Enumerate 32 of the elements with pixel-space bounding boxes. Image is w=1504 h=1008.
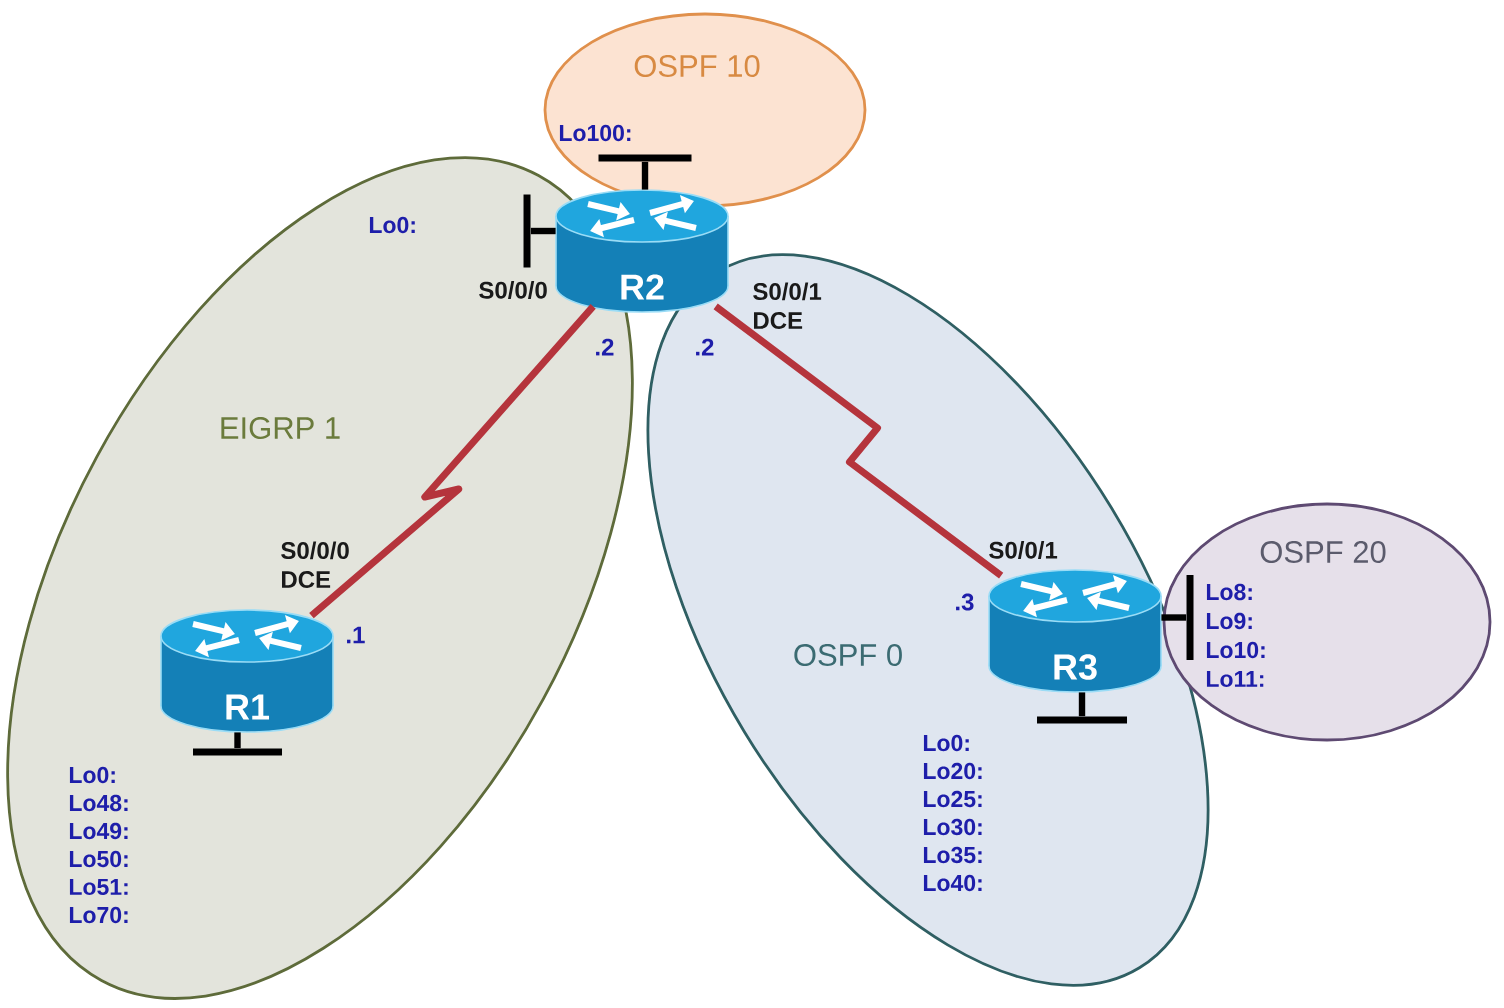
loopback-label: Lo0: xyxy=(369,216,415,234)
loopback-label: Lo25: xyxy=(923,790,982,808)
serial-link xyxy=(713,303,1004,579)
loopback-label: Lo49: xyxy=(69,822,128,840)
loopback-label: Lo0: xyxy=(69,766,115,784)
address-label: .1 xyxy=(347,626,365,644)
segment-bar xyxy=(523,194,531,268)
loopback-label: Lo50: xyxy=(69,850,128,868)
loopback-label: Lo35: xyxy=(923,846,982,864)
loopback-label: Lo20: xyxy=(923,762,982,780)
address-label: .2 xyxy=(696,338,714,356)
router: R2 xyxy=(555,189,729,313)
segment-bar xyxy=(598,154,692,162)
stub-line xyxy=(1078,692,1086,717)
router: R3 xyxy=(988,569,1162,693)
address-label: .2 xyxy=(596,338,614,356)
loopback-label: Lo70: xyxy=(69,906,128,924)
segment-bar xyxy=(193,748,282,756)
loopback-label: Lo48: xyxy=(69,794,128,812)
router: R1 xyxy=(160,609,334,733)
serial-link xyxy=(309,304,596,619)
loopback-label: Lo0: xyxy=(923,734,969,752)
stub-line xyxy=(234,732,241,749)
stub-line xyxy=(641,161,649,190)
segment-bar xyxy=(1037,716,1127,724)
loopback-label: Lo51: xyxy=(69,879,128,896)
loopback-label: Lo40: xyxy=(923,874,982,892)
stub-line xyxy=(530,227,556,235)
interface-label: S0/0/0 xyxy=(479,281,547,299)
loopback-label: Lo30: xyxy=(923,818,982,836)
segment-bar xyxy=(1186,575,1194,660)
stub-line xyxy=(1161,614,1187,621)
